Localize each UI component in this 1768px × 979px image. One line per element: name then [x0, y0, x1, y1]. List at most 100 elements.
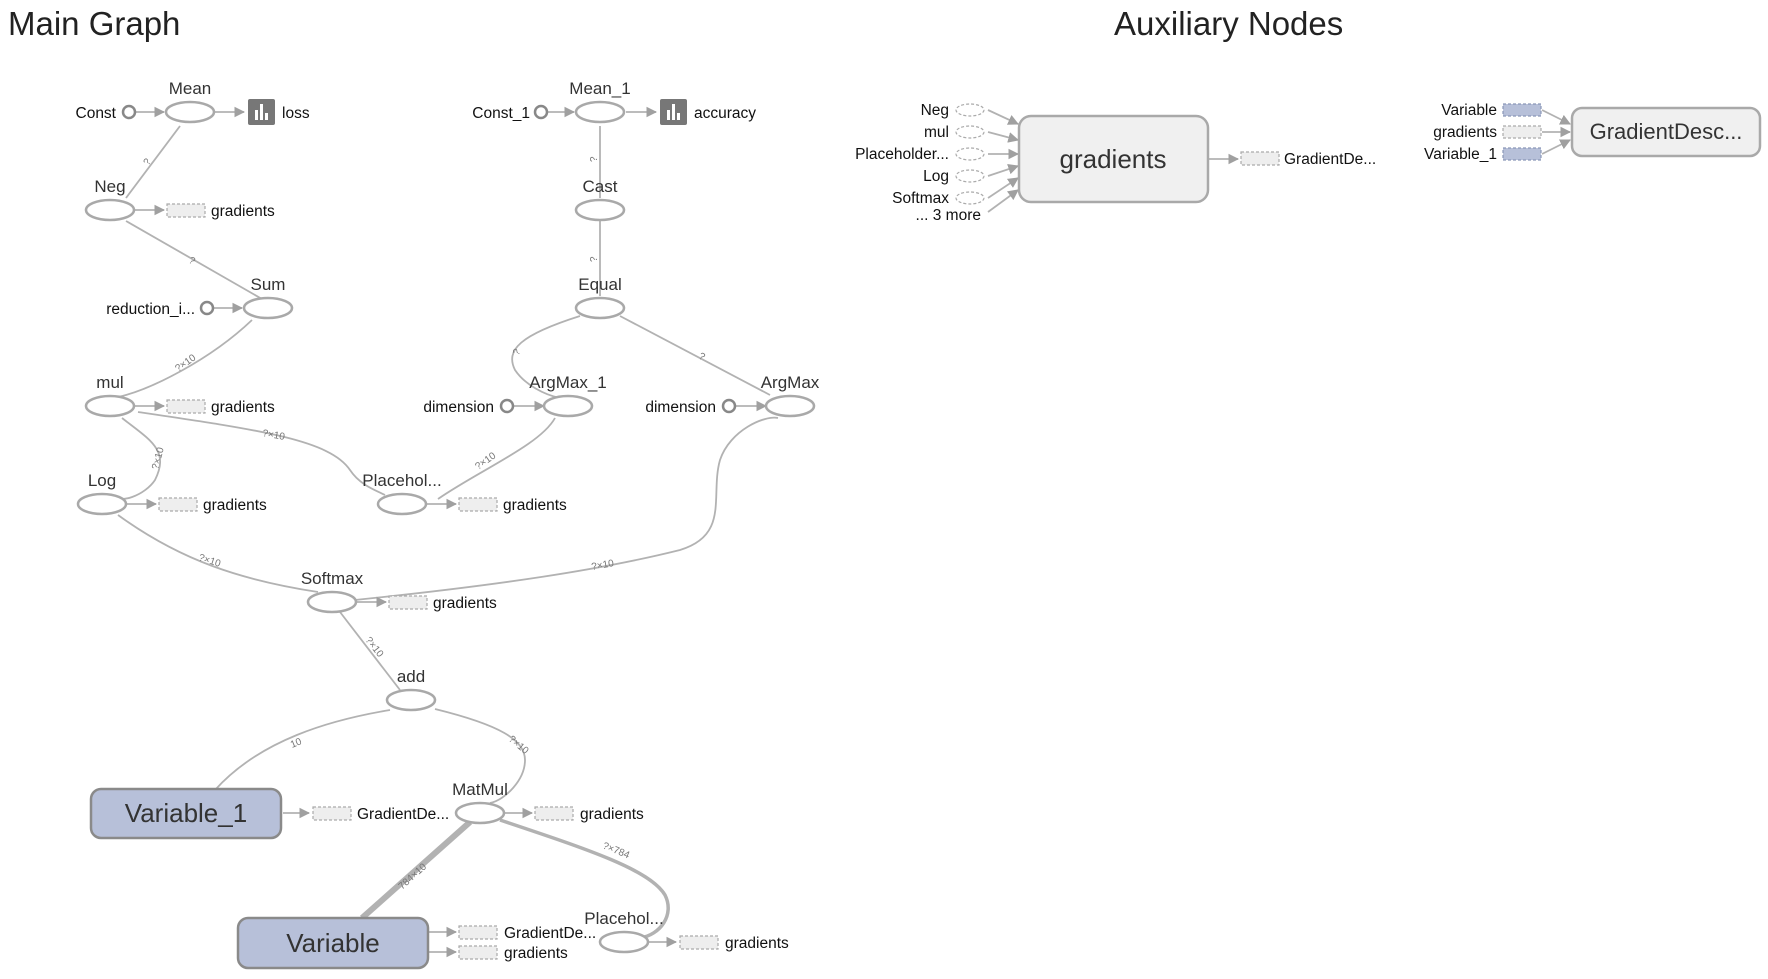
- node-mul[interactable]: mul: [84, 373, 136, 418]
- node-loss[interactable]: loss: [248, 99, 310, 125]
- edge-label: ?×10: [363, 635, 386, 660]
- edge-label: ?×10: [506, 734, 531, 757]
- aux-edge-in: [987, 131, 1020, 143]
- node-placeholder1[interactable]: Placehol...: [362, 471, 442, 516]
- aux-input-neg[interactable]: Neg: [921, 102, 985, 119]
- node-mean1[interactable]: Mean_1: [569, 79, 631, 124]
- node-placeholder2[interactable]: Placehol...: [584, 909, 664, 954]
- aux-edge-in: [987, 189, 1019, 213]
- aux-edge-in: [987, 163, 1020, 177]
- ref-label: gradients: [433, 595, 497, 612]
- reference-node: [1502, 103, 1542, 117]
- constant-icon: [199, 300, 215, 316]
- aux-input-mul[interactable]: mul: [924, 124, 985, 141]
- aux-node-gradient-descent[interactable]: GradientDesc...: [1570, 106, 1762, 158]
- ref-neg-gradients[interactable]: gradients: [166, 203, 275, 220]
- op-ellipse: [574, 100, 626, 124]
- aux-input-placeholder[interactable]: Placeholder...: [855, 146, 985, 163]
- ref-matmul-gradients[interactable]: gradients: [534, 806, 644, 823]
- node-label: Placehol...: [584, 909, 663, 928]
- op-ellipse: [76, 492, 128, 516]
- op-ellipse: [84, 394, 136, 418]
- ref-label: gradients: [725, 935, 789, 952]
- reference-node: [955, 147, 985, 161]
- node-add[interactable]: add: [385, 667, 437, 712]
- aux-edge-in: [1541, 139, 1571, 155]
- aux-input-label: Variable_1: [1424, 146, 1497, 163]
- variable-box: [236, 916, 430, 970]
- meta-node-box: [1017, 114, 1210, 204]
- edge-label: ?: [697, 351, 707, 364]
- node-label: dimension: [423, 399, 494, 416]
- node-reduction[interactable]: reduction_i...: [106, 300, 215, 318]
- node-const[interactable]: Const: [76, 104, 137, 122]
- variable-box: [89, 787, 283, 840]
- node-equal[interactable]: Equal: [574, 275, 626, 320]
- summary-bar: [667, 110, 670, 120]
- node-cast[interactable]: Cast: [574, 177, 626, 222]
- edge-label: ?×10: [197, 552, 222, 570]
- aux-input-more[interactable]: ... 3 more: [916, 207, 981, 224]
- node-argmax1[interactable]: ArgMax_1: [529, 373, 607, 418]
- edge-variable1-add: [214, 709, 391, 791]
- aux-input-label: Log: [923, 168, 949, 185]
- ref-variable-gd[interactable]: GradientDe...: [458, 925, 596, 942]
- edge-label: ?: [589, 156, 600, 162]
- node-sum[interactable]: Sum: [242, 275, 294, 320]
- edge-neg-mean: [125, 125, 181, 199]
- node-label: Sum: [251, 275, 286, 294]
- aux-output-gd[interactable]: GradientDe...: [1240, 151, 1376, 168]
- node-label: reduction_i...: [106, 301, 195, 318]
- node-dimension1[interactable]: dimension: [423, 398, 515, 416]
- op-ellipse: [574, 296, 626, 320]
- aux-input-label: mul: [924, 124, 949, 141]
- op-ellipse: [164, 100, 216, 124]
- ref-variable-gradients[interactable]: gradients: [458, 945, 568, 962]
- node-label: Neg: [94, 177, 125, 196]
- aux-gd-group: Variable gradients Variable_1 GradientDe…: [1424, 102, 1762, 163]
- ref-mul-gradients[interactable]: gradients: [166, 399, 275, 416]
- node-label: Mean_1: [569, 79, 630, 98]
- reference-node: [388, 595, 428, 610]
- aux-output-label: GradientDe...: [1284, 151, 1376, 168]
- aux-gd-input-variable[interactable]: Variable: [1441, 102, 1542, 119]
- node-mean[interactable]: Mean: [164, 79, 216, 124]
- summary-bar: [677, 113, 680, 120]
- aux-input-log[interactable]: Log: [923, 168, 985, 185]
- aux-node-gradients[interactable]: gradients: [1017, 114, 1210, 204]
- constant-icon: [121, 104, 137, 120]
- node-log[interactable]: Log: [76, 471, 128, 516]
- node-label: Variable_1: [125, 798, 247, 828]
- node-neg[interactable]: Neg: [84, 177, 136, 222]
- ref-variable1-gd[interactable]: GradientDe...: [312, 806, 449, 823]
- node-label: gradients: [1060, 144, 1167, 174]
- ref-log-gradients[interactable]: gradients: [158, 497, 267, 514]
- main-edges: [109, 106, 779, 958]
- node-label: Placehol...: [362, 471, 441, 490]
- node-label: Const: [76, 105, 117, 122]
- ref-softmax-gradients[interactable]: gradients: [388, 595, 497, 612]
- node-const1[interactable]: Const_1: [472, 104, 549, 122]
- aux-input-label: ... 3 more: [916, 207, 981, 224]
- node-softmax[interactable]: Softmax: [301, 569, 364, 614]
- aux-gd-input-variable1[interactable]: Variable_1: [1424, 146, 1542, 163]
- edge-label: ?: [511, 347, 524, 358]
- op-ellipse: [454, 801, 506, 825]
- ref-placeholder1-gradients[interactable]: gradients: [458, 497, 567, 514]
- ref-placeholder2-gradients[interactable]: gradients: [679, 935, 789, 952]
- edge-label: ?: [142, 156, 154, 167]
- ref-label: gradients: [203, 497, 267, 514]
- node-variable[interactable]: Variable: [236, 916, 430, 970]
- node-argmax[interactable]: ArgMax: [761, 373, 820, 418]
- aux-input-softmax[interactable]: Softmax: [892, 190, 985, 207]
- summary-bar: [672, 104, 675, 120]
- aux-gd-input-gradients[interactable]: gradients: [1433, 124, 1542, 141]
- node-matmul[interactable]: MatMul: [452, 780, 508, 825]
- constant-icon: [533, 104, 549, 120]
- edge-placeholder2-matmul: [499, 818, 670, 940]
- node-accuracy[interactable]: accuracy: [660, 99, 756, 125]
- node-variable1[interactable]: Variable_1: [89, 787, 283, 840]
- node-dimension2[interactable]: dimension: [645, 398, 737, 416]
- aux-input-label: Softmax: [892, 190, 949, 207]
